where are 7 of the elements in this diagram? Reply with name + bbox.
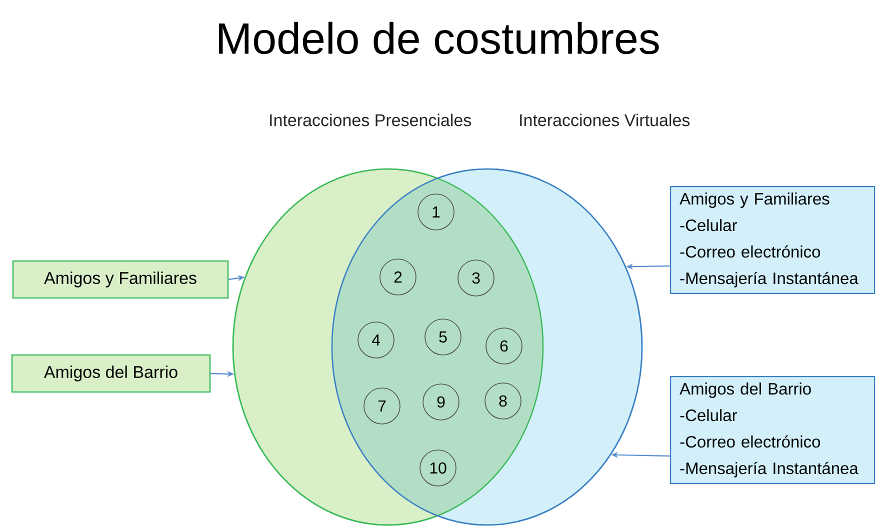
text-box: Amigos y Familiares -Celular -Correo electrónico -Mensajería Instantánea: [670, 186, 876, 294]
circle-heading: Interacciones Presenciales: [270, 114, 472, 126]
title: Modelo de costumbres: [219, 22, 659, 54]
label-box: Amigos del Barrio: [11, 354, 211, 393]
circle-heading: Interacciones Virtuales: [520, 114, 690, 126]
text-box: Amigos del Barrio -Celular -Correo electrónico -Mensajería Instantánea: [670, 376, 876, 484]
label-box: Amigos y Familiares: [12, 260, 229, 299]
